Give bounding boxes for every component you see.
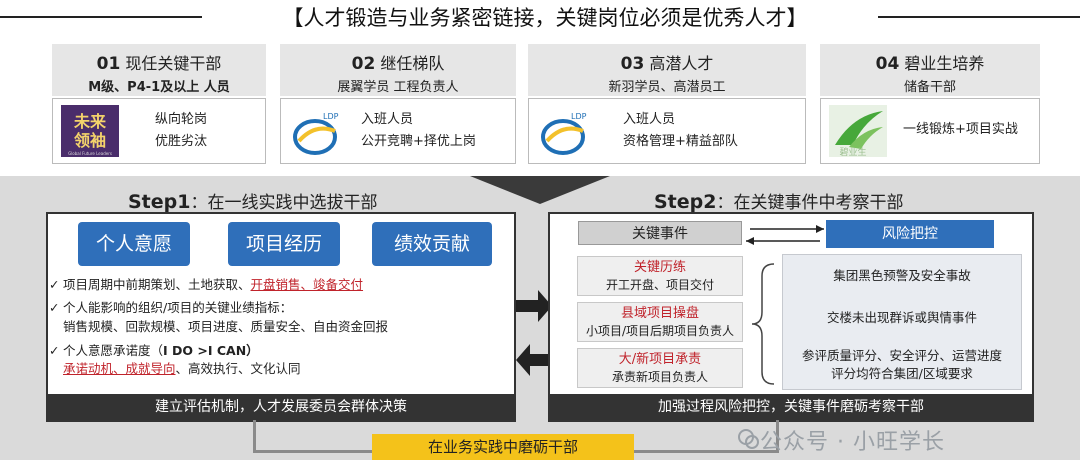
event-title: 大/新项目承责 [618,352,702,367]
svg-text:Global Future Leaders: Global Future Leaders [68,151,112,156]
risk-item: 集团黑色预警及安全事故 [833,268,971,283]
step1-footer: 建立评估机制，人才发展委员会群体决策 [48,394,514,420]
biyesheng-logo: 碧业生 [829,105,887,157]
watermark-text: 公众号 · 小旺学长 [760,430,945,455]
event-title: 县域项目操盘 [620,306,699,321]
check-icon: ✓ [49,300,60,315]
event-box: 关键历练 开工开盘、项目交付 [577,256,743,296]
card-header: 03 高潜人才 新羽学员、高潜员工 [528,44,806,96]
card-line: 公开竞聘+择优上岗 [361,134,476,149]
card-header: 04 碧业生培养 储备干部 [820,44,1040,96]
card-body: 碧业生 一线锻炼+项目实战 [820,98,1040,164]
key-events-header: 关键事件 [578,221,742,245]
bottom-label: 在业务实践中磨砺干部 [372,434,634,460]
step2-label: Step2 [654,191,717,213]
card-line: 纵向轮岗 [155,112,208,127]
risk-item: 交楼未出现群诉或舆情事件 [826,310,977,325]
event-subtitle: 承责新项目负责人 [611,370,708,384]
down-arrow-notch [470,176,610,204]
wechat-icon [738,429,759,449]
ldp-logo: LDP [293,112,339,155]
card-current-cadres: 01 现任关键干部 M级、P4-1及以上 人员 未来 领袖 Global Fut… [52,44,266,164]
title-rule-left [0,16,202,18]
bullet-subline: 销售规模、回款规模、项目进度、质量安全、自由资金回报 [63,319,389,334]
card-subtitle: 新羽学员、高潜员工 [608,80,726,95]
title-rule-right [878,16,1080,18]
card-lines: 纵向轮岗 优胜劣汰 [155,109,207,153]
svg-text:LDP: LDP [571,112,587,121]
event-box: 县域项目操盘 小项目/项目后期项目负责人 [577,302,743,342]
card-line: 资格管理+精益部队 [623,134,738,149]
check-icon: ✓ [49,343,60,358]
bullet-item: ✓ 个人能影响的组织/项目的关键业绩指标： [49,300,293,315]
card-biyesheng: 04 碧业生培养 储备干部 碧业生 一线锻炼+项目实战 [820,44,1040,164]
brace-icon [751,263,775,385]
card-header: 02 继任梯队 展翼学员 工程负责人 [280,44,516,96]
card-line: 入班人员 [623,112,676,127]
card-subtitle: 储备干部 [903,80,956,95]
future-leaders-logo: 未来 领袖 Global Future Leaders [61,105,119,157]
step2-title: Step2：在关键事件中考察干部 [654,188,903,213]
risk-panel: 集团黑色预警及安全事故 交楼未出现群诉或舆情事件 参评质量评分、安全评分、运营进… [782,254,1022,390]
pill-project-experience: 项目经历 [228,222,340,266]
page-title: 【人才锻造与业务紧密链接，关键岗位必须是优秀人才】 [282,6,808,30]
card-title: 继任梯队 [380,54,445,73]
exchange-arrows-icon [746,225,824,245]
ldp-logo: LDP [541,112,587,155]
highlight-text: 承诺动机、成就导向 [63,361,176,376]
card-header: 01 现任关键干部 M级、P4-1及以上 人员 [52,44,266,96]
pill-willingness: 个人意愿 [78,222,190,266]
card-body: LDP 入班人员 公开竞聘+择优上岗 [280,98,516,164]
risk-control-header: 风险把控 [826,220,994,248]
event-title: 关键历练 [633,260,686,275]
event-subtitle: 小项目/项目后期项目负责人 [585,324,735,338]
svg-text:领袖: 领袖 [74,131,106,150]
card-body: 未来 领袖 Global Future Leaders 纵向轮岗 优胜劣汰 [52,98,266,164]
event-subtitle: 开工开盘、项目交付 [605,278,714,292]
svg-text:未来: 未来 [73,112,107,131]
highlight-text: 开盘销售、竣备交付 [250,277,364,292]
risk-item: 参评质量评分、安全评分、运营进度评分均符合集团/区域要求 [801,348,1002,381]
step1-title: Step1：在一线实践中选拔干部 [128,188,377,213]
card-body: LDP 入班人员 资格管理+精益部队 [528,98,806,164]
card-lines: 一线锻炼+项目实战 [903,119,1018,141]
card-number: 01 [96,54,121,74]
card-number: 02 [351,54,376,74]
card-line: 入班人员 [361,112,414,127]
pill-performance: 绩效贡献 [372,222,492,266]
check-icon: ✓ [49,277,60,292]
card-number: 04 [875,54,900,74]
card-number: 03 [620,54,645,74]
card-succession: 02 继任梯队 展翼学员 工程负责人 LDP 入班人员 公开竞聘+择优上岗 [280,44,516,164]
card-lines: 入班人员 公开竞聘+择优上岗 [361,109,476,153]
card-subtitle: 展翼学员 工程负责人 [337,80,459,95]
card-line: 一线锻炼+项目实战 [903,122,1018,137]
card-high-potential: 03 高潜人才 新羽学员、高潜员工 LDP 入班人员 资格管理+精益部队 [528,44,806,164]
bullet-subline: 承诺动机、成就导向、高效执行、文化认同 [63,361,301,376]
step2-text: ：在关键事件中考察干部 [716,193,904,213]
bidirectional-arrows-icon [516,290,552,376]
event-box: 大/新项目承责 承责新项目负责人 [577,348,743,388]
card-title: 现任关键干部 [125,54,222,73]
step2-footer: 加强过程风险把控，关键事件磨砺考察干部 [550,394,1032,420]
card-title: 高潜人才 [649,54,714,73]
bullet-item: ✓ 项目周期中前期策划、土地获取、开盘销售、竣备交付 [49,277,364,292]
step1-label: Step1 [128,191,191,213]
card-lines: 入班人员 资格管理+精益部队 [623,109,738,153]
svg-text:LDP: LDP [323,112,339,121]
card-subtitle: M级、P4-1及以上 人员 [88,80,230,95]
card-title: 碧业生培养 [904,54,985,73]
svg-text:碧业生: 碧业生 [839,146,866,157]
bold-text: I DO >I CAN） [163,343,259,358]
step1-text: ：在一线实践中选拔干部 [190,193,378,213]
card-line: 优胜劣汰 [155,134,208,149]
bullet-item: ✓ 个人意愿承诺度（I DO >I CAN） [49,343,259,358]
